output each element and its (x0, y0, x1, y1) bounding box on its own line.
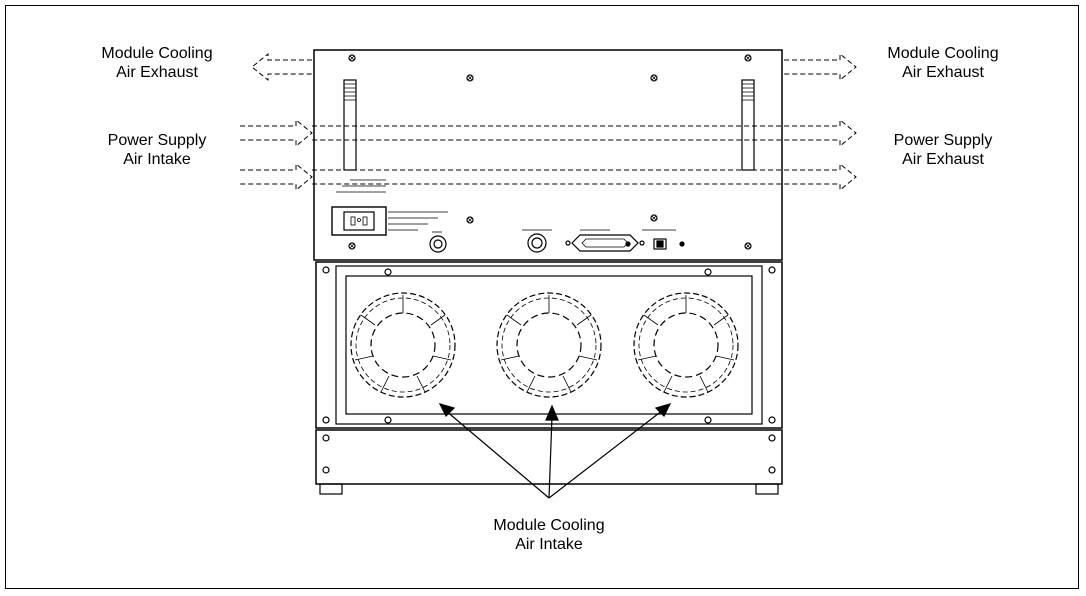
label-module-cooling-intake: Module Cooling Air Intake (464, 516, 634, 554)
label-left-module-exhaust: Module Cooling Air Exhaust (72, 44, 242, 82)
label-line: Module Cooling (887, 45, 999, 62)
label-line: Module Cooling (493, 517, 605, 534)
power-supply-arrow-lower (240, 162, 857, 192)
fan-right (633, 292, 739, 398)
upper-panel-screws (348, 54, 752, 250)
right-handle (741, 79, 755, 171)
figure-frame (5, 5, 1079, 589)
label-right-module-exhaust: Module Cooling Air Exhaust (858, 44, 1028, 82)
fan-panel (315, 261, 783, 429)
d-sub-connector (565, 229, 645, 252)
power-inlet (331, 206, 448, 236)
label-power-supply-intake: Power Supply Air Intake (72, 131, 242, 169)
label-line: Air Exhaust (902, 64, 984, 81)
fan-center (496, 292, 602, 398)
fan-left (350, 292, 456, 398)
power-supply-arrow-upper (240, 118, 857, 148)
airflow-arrows (240, 52, 857, 192)
label-line: Air Exhaust (902, 151, 984, 168)
label-line: Module Cooling (101, 45, 213, 62)
intake-pointer-arrows (438, 403, 672, 499)
label-power-supply-exhaust: Power Supply Air Exhaust (858, 131, 1028, 169)
fuse-holder (429, 231, 447, 253)
label-line: Power Supply (893, 132, 993, 149)
upper-panel (313, 49, 783, 261)
label-line: Air Intake (123, 151, 191, 168)
right-exhaust-arrow (784, 52, 857, 82)
power-switch (625, 229, 685, 250)
label-line: Air Intake (515, 536, 583, 553)
left-exhaust-arrow (251, 52, 312, 82)
round-connector (522, 229, 552, 253)
label-line: Air Exhaust (116, 64, 198, 81)
label-line: Power Supply (107, 132, 207, 149)
left-handle (343, 79, 357, 171)
